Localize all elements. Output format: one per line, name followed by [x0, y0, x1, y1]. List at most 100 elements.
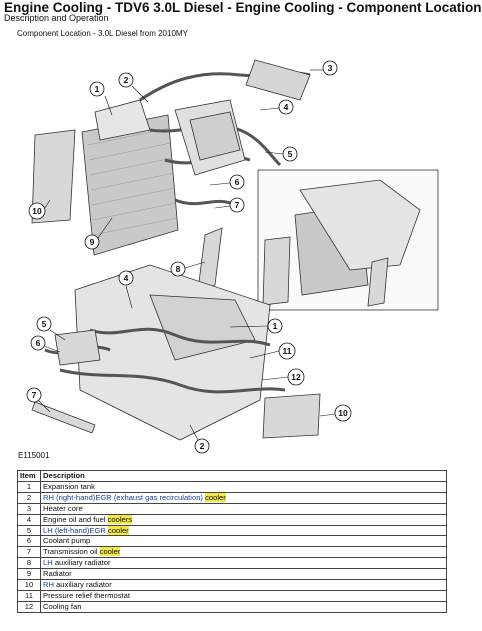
item-number: 10: [17, 579, 41, 591]
description-text: Radiator: [43, 569, 72, 579]
callout-9-upper: 9: [84, 217, 113, 250]
callout-label: 1: [273, 321, 278, 331]
item-description: LH (left-hand)EGR cooler: [40, 524, 447, 537]
callout-7-lower: 7: [26, 387, 51, 413]
item-column-header: Item: [17, 470, 41, 482]
callout-3-upper: 3: [310, 60, 338, 76]
callout-label: 10: [32, 206, 42, 216]
callout-label: 2: [200, 441, 205, 451]
callout-label: 12: [291, 372, 301, 382]
callout-12-lower: 12: [261, 368, 305, 386]
item-number: 1: [17, 480, 41, 493]
callout-label: 3: [328, 63, 333, 73]
item-number: 12: [17, 600, 41, 613]
description-text: auxiliary radiator: [52, 558, 111, 568]
radiator-illustration: [81, 114, 179, 256]
callout-label: 2: [124, 75, 129, 85]
callout-8-upper: 8: [170, 261, 206, 277]
figure-id: E115001: [18, 451, 50, 460]
item-number: 5: [17, 524, 41, 537]
highlighted-term: coolers: [107, 514, 133, 524]
callout-1-lower: 1: [229, 318, 283, 334]
callout-4-lower: 4: [118, 270, 134, 309]
callout-label: 6: [235, 177, 240, 187]
highlighted-term: cooler: [99, 547, 121, 557]
description-link[interactable]: LH: [43, 558, 53, 568]
description-text: Cooling fan: [43, 601, 82, 611]
item-number: 2: [17, 491, 41, 504]
callout-4-upper: 4: [259, 99, 294, 115]
item-number: 11: [17, 589, 41, 602]
callout-6-upper: 6: [209, 174, 245, 190]
callout-label: 5: [42, 319, 47, 329]
callout-label: 10: [338, 408, 348, 418]
item-number: 3: [17, 502, 41, 515]
callout-label: 9: [90, 237, 95, 247]
item-description: LH auxiliary radiator: [40, 557, 447, 570]
description-text: Engine oil and fuel: [43, 514, 108, 524]
item-description: Engine oil and fuel coolers: [40, 513, 447, 526]
description-text: Coolant pump: [43, 536, 91, 546]
callout-10-lower: 10: [319, 404, 352, 422]
item-number: 7: [17, 546, 41, 559]
figure-caption: Component Location - 3.0L Diesel from 20…: [17, 29, 188, 38]
callout-5-lower: 5: [36, 316, 66, 341]
callout-label: 11: [283, 346, 292, 356]
item-number: 6: [17, 535, 41, 548]
description-text: Pressure relief thermostat: [43, 590, 130, 600]
callout-label: 4: [284, 102, 289, 112]
component-location-illustration: 1 2 3 4 5 6 7: [26, 59, 439, 454]
description-text: Transmission oil: [43, 547, 100, 557]
callout-5-upper: 5: [264, 146, 298, 162]
highlighted-term: cooler: [108, 525, 129, 535]
callout-label: 5: [288, 149, 293, 159]
callout-10-upper: 10: [28, 199, 51, 220]
callout-label: 8: [176, 264, 181, 274]
item-description: Cooling fan: [40, 600, 447, 613]
item-description: RH auxiliary radiator: [40, 579, 447, 591]
description-text: auxiliary radiator: [53, 580, 112, 590]
item-description: Expansion tank: [40, 480, 447, 493]
description-link[interactable]: RH: [43, 580, 54, 590]
callout-7-upper: 7: [214, 197, 245, 213]
item-description: Radiator: [40, 568, 447, 581]
description-link[interactable]: RH (right-hand)EGR (exhaust gas recircul…: [43, 492, 203, 502]
item-description: Heater core: [40, 502, 447, 515]
callout-label: 7: [235, 200, 240, 210]
item-description: Pressure relief thermostat: [40, 589, 447, 602]
callout-2-upper: 2: [118, 72, 149, 103]
item-number: 4: [17, 513, 41, 526]
description-column-header: Description: [40, 470, 447, 482]
description-text: Expansion tank: [43, 481, 95, 491]
callout-label: 7: [32, 390, 37, 400]
page-subtitle: Description and Operation: [4, 13, 109, 23]
item-description: RH (right-hand)EGR (exhaust gas recircul…: [40, 491, 447, 504]
callout-label: 6: [36, 338, 41, 348]
callout-1-upper: 1: [89, 81, 113, 116]
callout-6-lower: 6: [30, 335, 61, 353]
callout-11-lower: 11: [249, 342, 296, 360]
item-number: 9: [17, 568, 41, 581]
callout-label: 4: [124, 273, 129, 283]
item-description: Transmission oil cooler: [40, 546, 447, 559]
legend-header-row: Item Description: [17, 470, 447, 482]
callout-2-lower: 2: [189, 424, 210, 454]
item-description: Coolant pump: [40, 535, 447, 548]
callout-label: 1: [95, 84, 100, 94]
description-link[interactable]: LH (left-hand)EGR: [43, 525, 106, 535]
item-number: 8: [17, 557, 41, 570]
description-text: Heater core: [43, 503, 83, 513]
